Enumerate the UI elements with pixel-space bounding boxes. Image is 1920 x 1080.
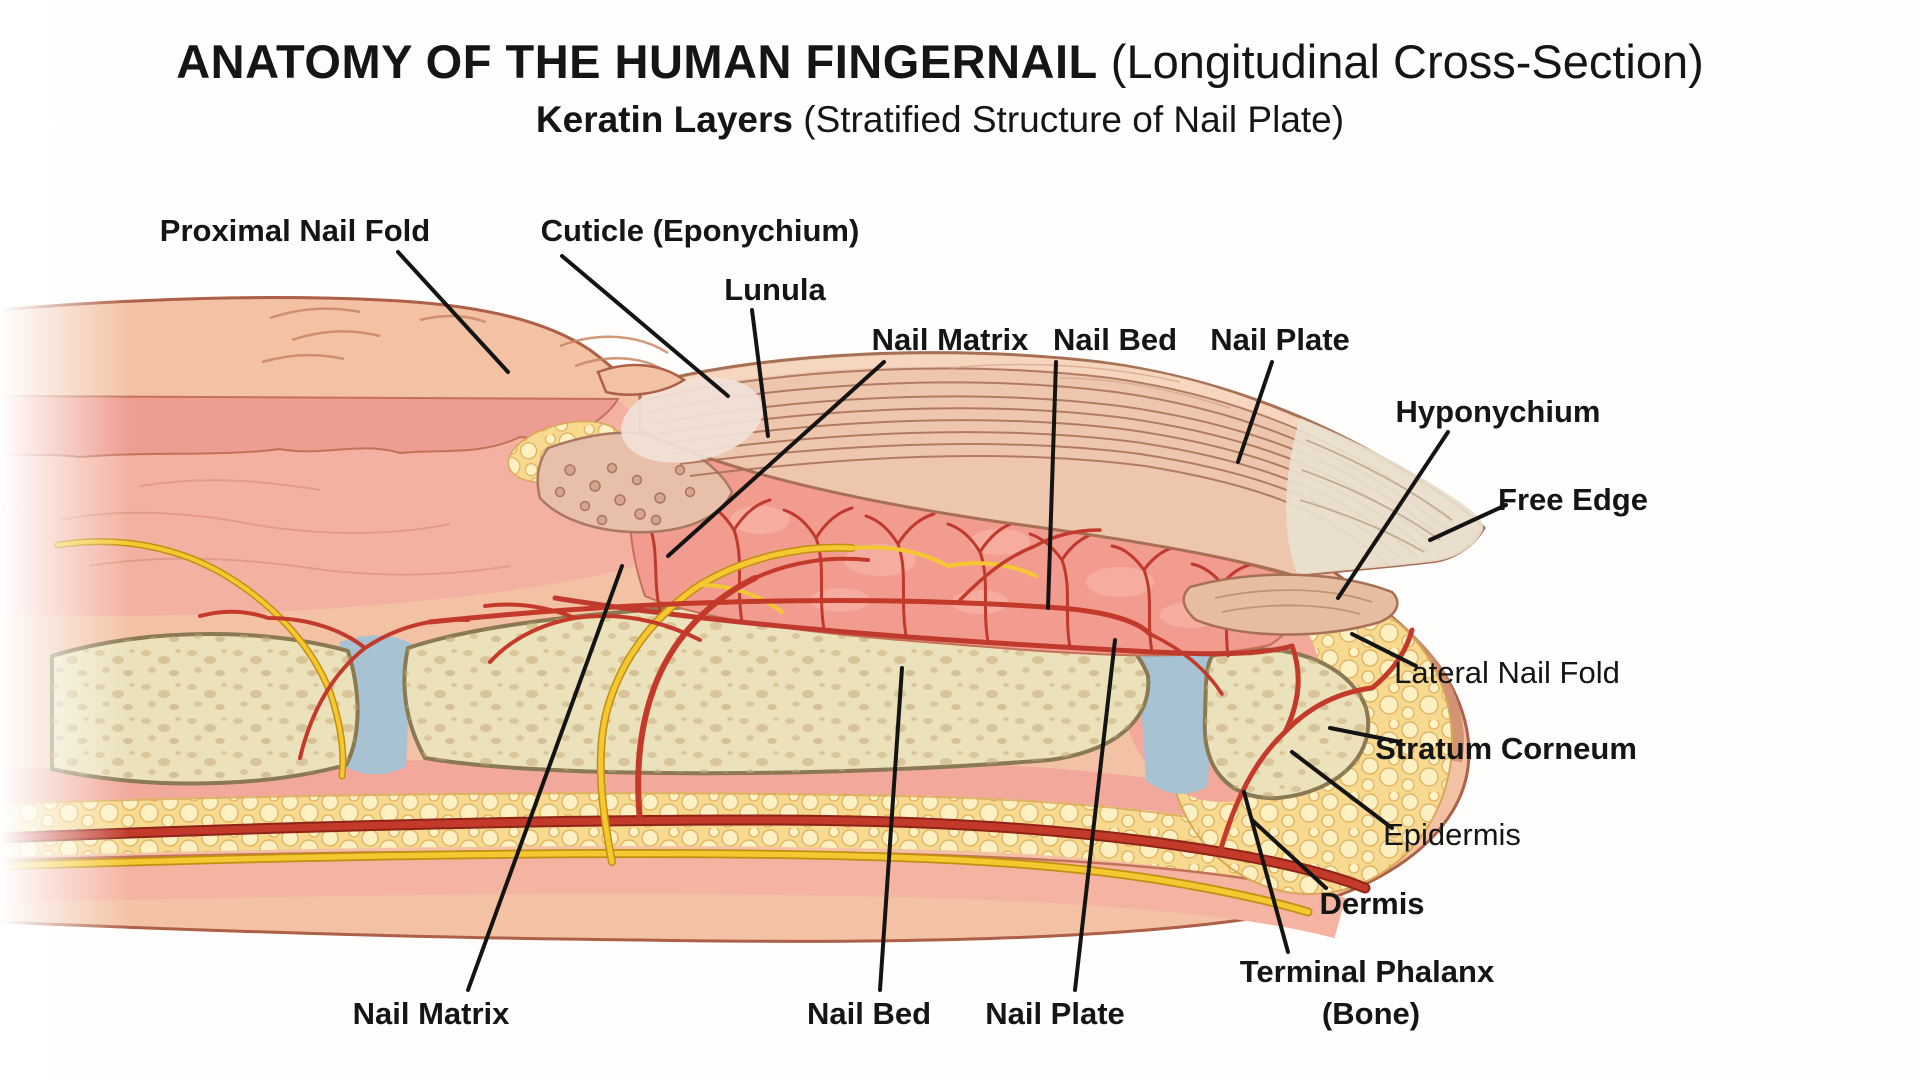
joint-space-right bbox=[1138, 648, 1212, 794]
label-stratum-corneum: Stratum Corneum bbox=[1375, 731, 1637, 766]
label-lateral-nail-fold: Lateral Nail Fold bbox=[1394, 655, 1620, 690]
nail-surface-veins bbox=[949, 363, 1231, 409]
artery-left-tree bbox=[198, 609, 470, 760]
leader-nail-matrix-top bbox=[666, 360, 886, 558]
artery-bone-top bbox=[427, 597, 1153, 637]
label-hyponychium: Hyponychium bbox=[1396, 394, 1601, 429]
artery-bone-forks bbox=[958, 528, 1224, 696]
leader-lines bbox=[396, 250, 1508, 992]
page-subtitle-main: Keratin Layers bbox=[536, 99, 793, 140]
leader-stratum-corneum bbox=[1328, 726, 1402, 744]
lunula bbox=[621, 377, 763, 463]
nerve-left-core bbox=[56, 539, 345, 778]
leader-cuticle bbox=[560, 254, 730, 398]
leader-free-edge bbox=[1428, 503, 1508, 542]
artery-right-tree bbox=[1217, 627, 1415, 855]
joint-space-left bbox=[340, 635, 412, 775]
matrix-cells bbox=[0, 462, 696, 526]
label-free-edge: Free Edge bbox=[1498, 482, 1648, 517]
page-title: ANATOMY OF THE HUMAN FINGERNAIL (Longitu… bbox=[176, 35, 1704, 88]
nail-plate bbox=[596, 351, 1486, 578]
leader-nail-bed-top bbox=[1046, 360, 1058, 610]
label-epidermis: Epidermis bbox=[1383, 817, 1521, 852]
leader-terminal-phalanx bbox=[1242, 790, 1290, 954]
cuticle-lip bbox=[596, 363, 687, 396]
leader-nail-plate-bottom bbox=[1073, 638, 1117, 992]
labels: Proximal Nail Fold Cuticle (Eponychium) … bbox=[160, 213, 1648, 1031]
label-nail-matrix-bottom: Nail Matrix bbox=[353, 996, 511, 1031]
band-fat-edge bbox=[0, 792, 1297, 839]
leader-nail-plate-top bbox=[1236, 360, 1274, 464]
left-edge-fade bbox=[0, 0, 130, 1080]
label-nail-bed-top: Nail Bed bbox=[1053, 322, 1177, 357]
nerve-main bbox=[0, 850, 1311, 915]
nerve-branches bbox=[698, 545, 1038, 614]
label-proximal-nail-fold: Proximal Nail Fold bbox=[160, 213, 430, 248]
nerve-trunk bbox=[598, 545, 855, 865]
band-dermis bbox=[0, 852, 1346, 939]
label-cuticle: Cuticle (Eponychium) bbox=[541, 213, 860, 248]
leader-lunula bbox=[750, 308, 770, 438]
leader-epidermis bbox=[1290, 750, 1394, 830]
free-edge-layers bbox=[1299, 439, 1453, 553]
leader-proximal-nail-fold bbox=[396, 250, 510, 374]
leader-lateral-nail-fold bbox=[1350, 632, 1418, 668]
leader-nail-matrix-bottom bbox=[466, 564, 624, 992]
leader-hyponychium bbox=[1336, 430, 1450, 600]
vessels-nerves bbox=[0, 528, 1415, 917]
label-terminal-phalanx-line2: (Bone) bbox=[1322, 996, 1420, 1031]
skin-wrinkles bbox=[261, 307, 669, 375]
leader-nail-bed-bottom bbox=[878, 666, 904, 992]
page-subtitle: Keratin Layers (Stratified Structure of … bbox=[536, 99, 1344, 140]
label-nail-matrix-top: Nail Matrix bbox=[872, 322, 1030, 357]
page-subtitle-suffix: (Stratified Structure of Nail Plate) bbox=[793, 99, 1344, 140]
hyponychium-lines bbox=[1214, 589, 1373, 615]
leader-dermis bbox=[1250, 818, 1328, 890]
page-title-main: ANATOMY OF THE HUMAN FINGERNAIL bbox=[176, 35, 1098, 88]
artery-trunk-branches bbox=[483, 556, 870, 664]
label-lunula: Lunula bbox=[724, 272, 826, 307]
label-dermis: Dermis bbox=[1319, 886, 1424, 921]
label-nail-plate-bottom: Nail Plate bbox=[985, 996, 1125, 1031]
label-nail-bed-bottom: Nail Bed bbox=[807, 996, 931, 1031]
artery-main bbox=[0, 816, 1369, 892]
label-terminal-phalanx-line1: Terminal Phalanx bbox=[1240, 954, 1495, 989]
page-title-suffix: (Longitudinal Cross-Section) bbox=[1098, 35, 1704, 88]
free-edge bbox=[1286, 418, 1484, 575]
label-nail-plate-top: Nail Plate bbox=[1210, 322, 1350, 357]
